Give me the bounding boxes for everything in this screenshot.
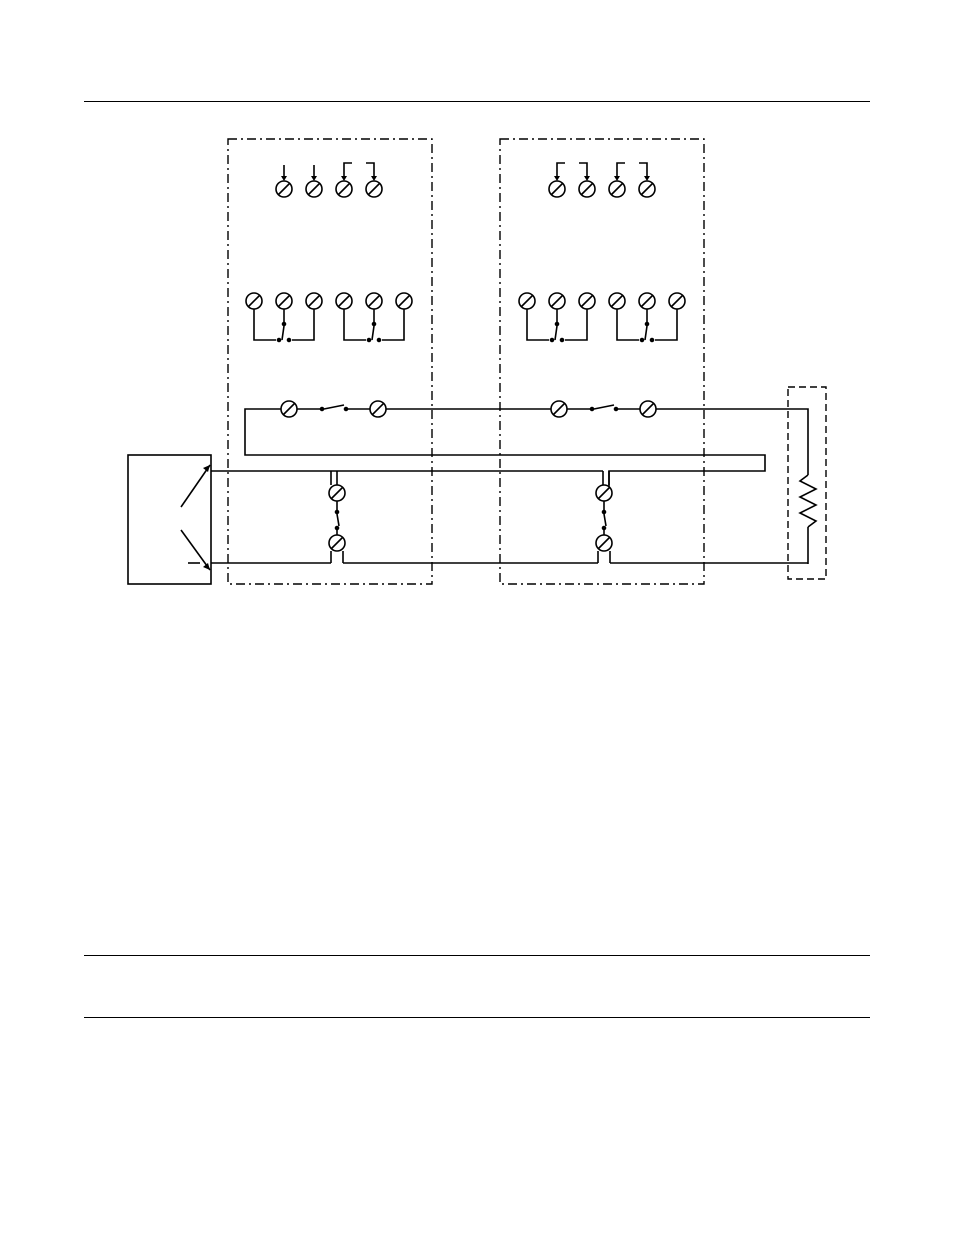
terminal: [639, 181, 655, 197]
module-2-top-terminals: [549, 163, 655, 197]
module-2-relay-terminals: [519, 293, 685, 342]
module-2-sensor: [596, 485, 612, 563]
end-of-line-resistor: [800, 475, 816, 527]
upper-bus: [211, 471, 609, 485]
module-1-outline: [228, 139, 432, 584]
terminal: [336, 181, 352, 197]
loop-terminal: [640, 401, 656, 417]
loop-terminal: [370, 401, 386, 417]
module-1-sensor: [329, 485, 345, 563]
resistor-enclosure: [788, 387, 826, 579]
loop-terminal: [281, 401, 297, 417]
terminal: [579, 181, 595, 197]
terminal: [609, 181, 625, 197]
terminal: [306, 181, 322, 197]
loop-wiring: [245, 401, 808, 493]
source-arrow-lower: [181, 530, 210, 570]
source-box: [128, 455, 211, 584]
loop-terminal: [551, 401, 567, 417]
module-2-outline: [500, 139, 704, 584]
module-1-top-terminals: [276, 163, 382, 197]
module-1-relay-terminals: [246, 293, 412, 342]
terminal: [276, 181, 292, 197]
terminal: [549, 181, 565, 197]
source-arrow-upper: [181, 465, 210, 507]
terminal: [366, 181, 382, 197]
